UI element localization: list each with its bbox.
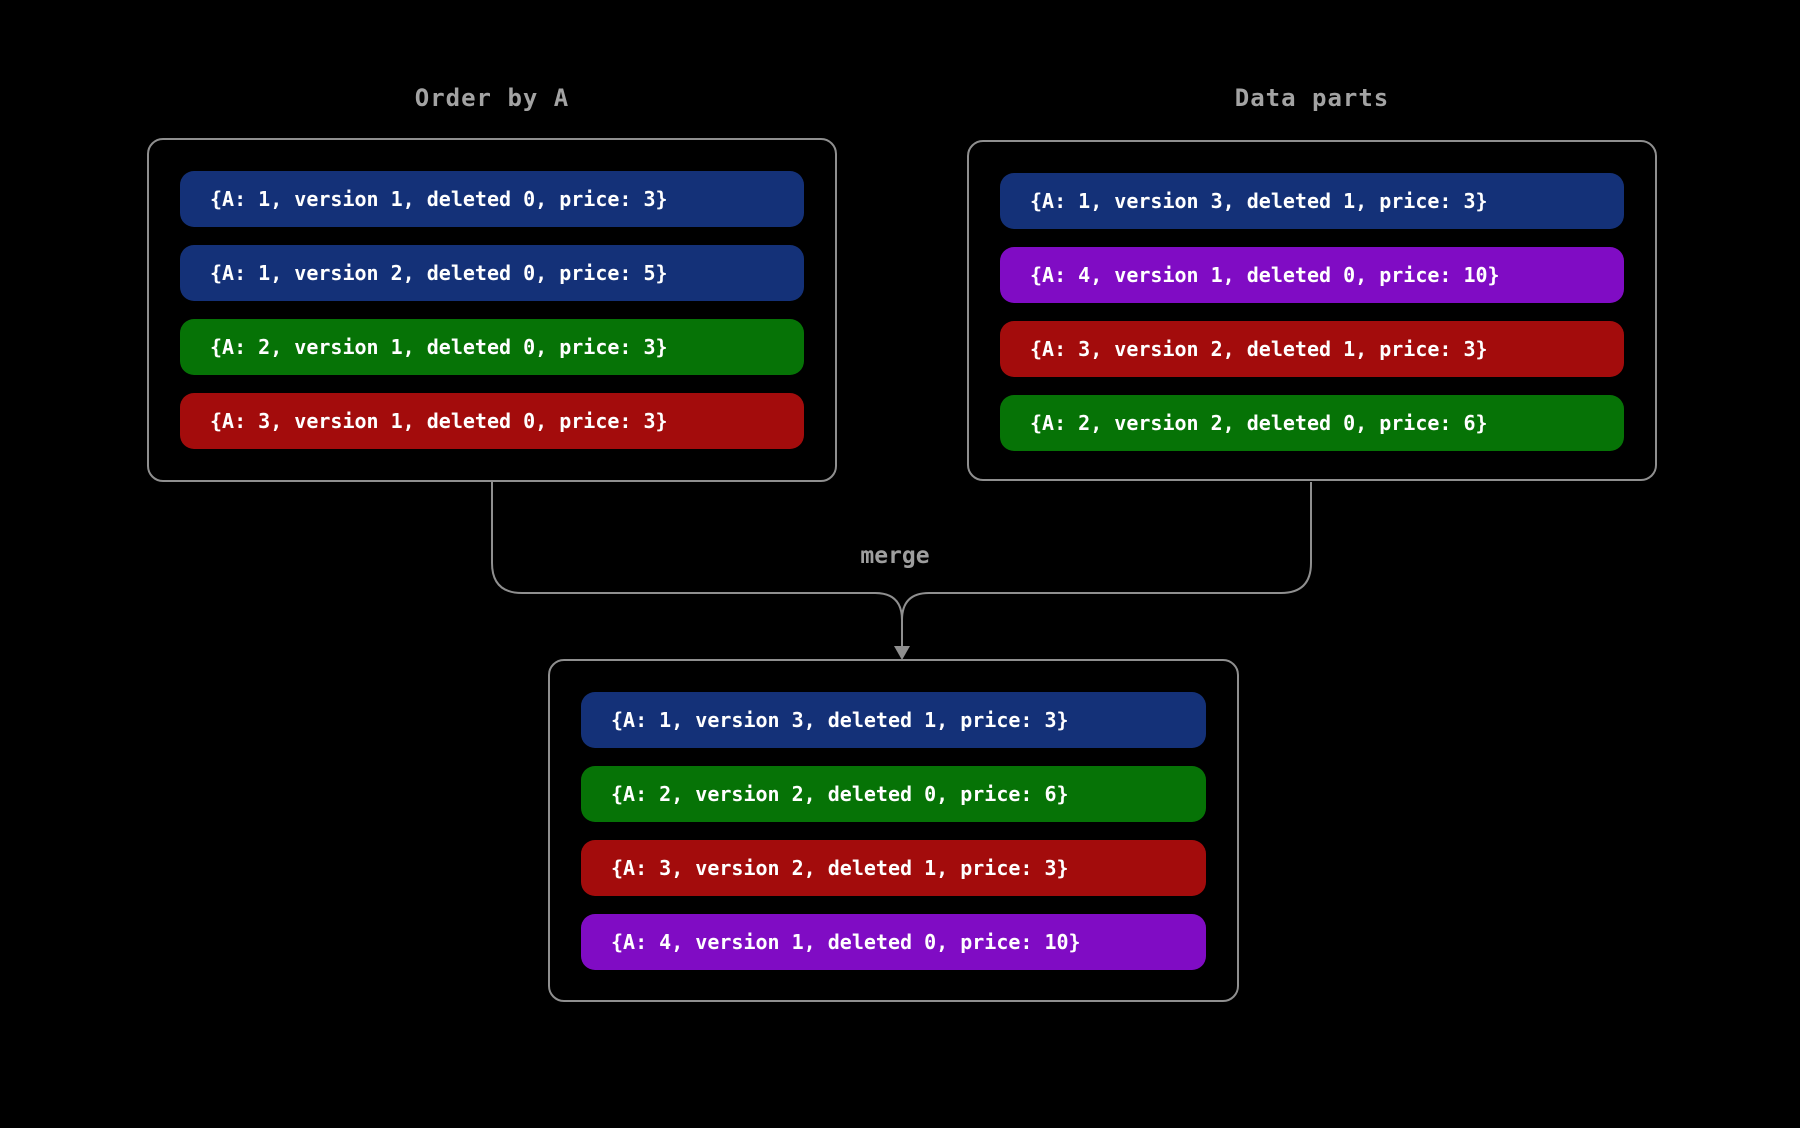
row-pill-blue: {A: 1, version 3, deleted 1, price: 3} <box>1000 173 1624 229</box>
row-pill-red: {A: 3, version 2, deleted 1, price: 3} <box>581 840 1206 896</box>
arrowhead-icon <box>894 646 910 660</box>
data-parts-box: {A: 1, version 3, deleted 1, price: 3} {A… <box>967 140 1657 481</box>
data-parts-rows: {A: 1, version 3, deleted 1, price: 3} {A… <box>1000 173 1624 451</box>
row-pill-blue: {A: 1, version 3, deleted 1, price: 3} <box>581 692 1206 748</box>
row-pill-green: {A: 2, version 2, deleted 0, price: 6} <box>1000 395 1624 451</box>
merged-box: {A: 1, version 3, deleted 1, price: 3} {A… <box>548 659 1239 1002</box>
row-pill-red: {A: 3, version 2, deleted 1, price: 3} <box>1000 321 1624 377</box>
row-pill-blue: {A: 1, version 2, deleted 0, price: 5} <box>180 245 804 301</box>
row-pill-purple: {A: 4, version 1, deleted 0, price: 10} <box>581 914 1206 970</box>
data-parts-title: Data parts <box>1234 84 1390 112</box>
order-by-a-rows: {A: 1, version 1, deleted 0, price: 3} {A… <box>180 171 804 449</box>
row-pill-blue: {A: 1, version 1, deleted 0, price: 3} <box>180 171 804 227</box>
row-pill-green: {A: 2, version 2, deleted 0, price: 6} <box>581 766 1206 822</box>
merge-label: merge <box>860 543 930 569</box>
order-by-a-box: {A: 1, version 1, deleted 0, price: 3} {A… <box>147 138 837 482</box>
merge-connector-right-path <box>901 482 1312 621</box>
row-pill-purple: {A: 4, version 1, deleted 0, price: 10} <box>1000 247 1624 303</box>
row-pill-green: {A: 2, version 1, deleted 0, price: 3} <box>180 319 804 375</box>
merge-connector-left-path <box>491 482 903 648</box>
order-by-a-title: Order by A <box>414 84 570 112</box>
row-pill-red: {A: 3, version 1, deleted 0, price: 3} <box>180 393 804 449</box>
merged-rows: {A: 1, version 3, deleted 1, price: 3} {A… <box>581 692 1206 970</box>
